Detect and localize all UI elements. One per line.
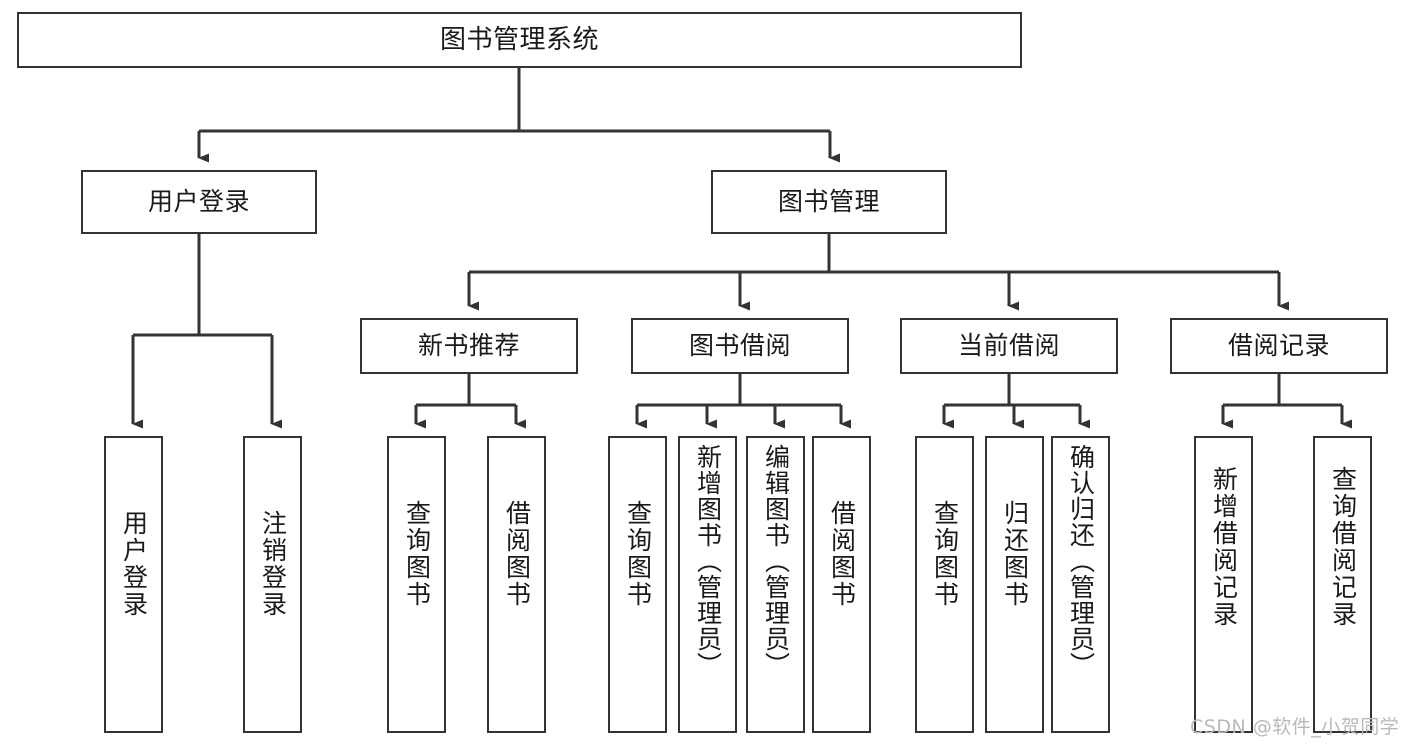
node-label: 新书推荐: [417, 331, 520, 361]
node-label: 查询借阅记录: [1328, 466, 1358, 628]
node-leaf-query-borrow-record[interactable]: 查询借阅记录: [1313, 436, 1372, 733]
node-book-borrow[interactable]: 图书借阅: [631, 318, 849, 374]
node-label: 借阅图书: [502, 500, 532, 608]
node-label: 用户登录: [147, 187, 250, 217]
node-leaf-query-book-current[interactable]: 查询图书: [915, 436, 974, 733]
node-leaf-return-book[interactable]: 归还图书: [985, 436, 1044, 733]
node-leaf-logout[interactable]: 注销登录: [243, 436, 302, 733]
node-leaf-borrow-book-borrow[interactable]: 借阅图书: [812, 436, 871, 733]
node-label: 注销登录: [258, 510, 288, 618]
node-new-book-recommend[interactable]: 新书推荐: [360, 318, 578, 374]
watermark-text: CSDN @软件_小贺同学: [1190, 716, 1400, 738]
node-leaf-user-login[interactable]: 用户登录: [104, 436, 163, 733]
node-root-system[interactable]: 图书管理系统: [17, 12, 1022, 68]
node-label: 编辑图书（管理员）: [761, 444, 791, 678]
node-label: 用户登录: [119, 510, 149, 618]
node-label: 图书借阅: [688, 331, 791, 361]
node-label: 借阅记录: [1227, 331, 1330, 361]
node-label: 新增图书（管理员）: [693, 444, 723, 678]
node-leaf-confirm-return-admin[interactable]: 确认归还（管理员）: [1051, 436, 1110, 733]
node-label: 借阅图书: [827, 500, 857, 608]
node-label: 新增借阅记录: [1209, 466, 1239, 628]
node-label: 确认归还（管理员）: [1066, 444, 1096, 678]
node-leaf-query-book-borrow[interactable]: 查询图书: [608, 436, 667, 733]
node-leaf-add-borrow-record[interactable]: 新增借阅记录: [1194, 436, 1253, 733]
node-label: 查询图书: [930, 500, 960, 608]
node-leaf-borrow-book-recommend[interactable]: 借阅图书: [487, 436, 546, 733]
node-leaf-edit-book-admin[interactable]: 编辑图书（管理员）: [746, 436, 805, 733]
node-book-manage[interactable]: 图书管理: [711, 170, 947, 234]
node-label: 查询图书: [623, 500, 653, 608]
node-label: 当前借阅: [957, 331, 1060, 361]
node-label: 图书管理: [777, 187, 880, 217]
node-user-login[interactable]: 用户登录: [81, 170, 317, 234]
node-leaf-query-book-recommend[interactable]: 查询图书: [387, 436, 446, 733]
node-current-borrow[interactable]: 当前借阅: [900, 318, 1118, 374]
node-label: 归还图书: [1000, 500, 1030, 608]
node-label: 图书管理系统: [439, 24, 599, 55]
node-leaf-add-book-admin[interactable]: 新增图书（管理员）: [678, 436, 737, 733]
node-borrow-record[interactable]: 借阅记录: [1170, 318, 1388, 374]
node-label: 查询图书: [402, 500, 432, 608]
